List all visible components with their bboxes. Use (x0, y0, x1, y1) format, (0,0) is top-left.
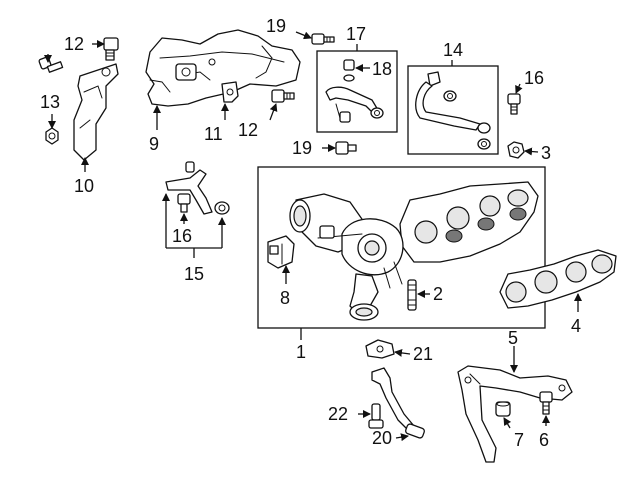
label-16-right: 16 (524, 68, 544, 88)
label-6: 6 (539, 430, 549, 450)
bolt-19-mid (335, 141, 357, 155)
callout-3 (524, 147, 539, 156)
support-bracket-5 (457, 365, 573, 463)
bolt-22 (368, 403, 384, 429)
bolt-19-top (311, 33, 335, 45)
label-1: 1 (296, 342, 306, 362)
drain-pipe-20 (371, 367, 425, 439)
coolant-pipe-kit-box (407, 65, 499, 155)
heat-shield-part (145, 29, 301, 107)
flange-21 (365, 339, 395, 359)
label-11: 11 (204, 124, 223, 144)
turbocharger-part (289, 181, 539, 321)
gasket-4 (499, 249, 617, 309)
bolt-12-mid (271, 89, 295, 103)
label-16-left: 16 (172, 226, 192, 246)
turbo-assembly-box (257, 166, 546, 329)
bolt-6 (539, 391, 553, 415)
bushing-7 (495, 401, 511, 417)
label-4: 4 (571, 316, 581, 336)
bolt-12-left (103, 37, 119, 61)
callout-7 (503, 417, 512, 429)
callout-19-top (295, 31, 312, 40)
label-17: 17 (346, 24, 366, 44)
nut-3 (507, 141, 525, 159)
label-21: 21 (413, 344, 433, 364)
oil-feed-line-part (325, 59, 384, 123)
actuator-8 (267, 235, 295, 269)
oil-return-line-part (165, 161, 230, 215)
label-13: 13 (40, 92, 60, 112)
label-19-mid: 19 (292, 138, 312, 158)
stud-2 (407, 279, 417, 311)
clip-11 (221, 81, 239, 103)
label-12-mid: 12 (238, 120, 258, 140)
callout-21 (394, 348, 411, 357)
label-12-left: 12 (64, 34, 84, 54)
label-5: 5 (508, 328, 518, 348)
bolt-16-right (507, 93, 521, 115)
label-8: 8 (280, 288, 290, 308)
label-15: 15 (184, 264, 204, 284)
callout-12b (269, 103, 278, 121)
label-9: 9 (149, 134, 159, 154)
label-7: 7 (514, 430, 524, 450)
bolt-small-left (38, 56, 64, 73)
label-14: 14 (443, 40, 463, 60)
label-3: 3 (541, 143, 551, 163)
label-10: 10 (74, 176, 94, 196)
label-18: 18 (372, 59, 392, 79)
callout-20 (395, 433, 409, 442)
nut-13 (45, 127, 59, 145)
coolant-pipe-part (415, 71, 491, 150)
label-22: 22 (328, 404, 348, 424)
callout-16-right (515, 83, 523, 94)
label-2: 2 (433, 284, 443, 304)
bracket-left-part (73, 63, 119, 161)
label-19-top: 19 (266, 16, 286, 36)
label-20: 20 (372, 428, 392, 448)
